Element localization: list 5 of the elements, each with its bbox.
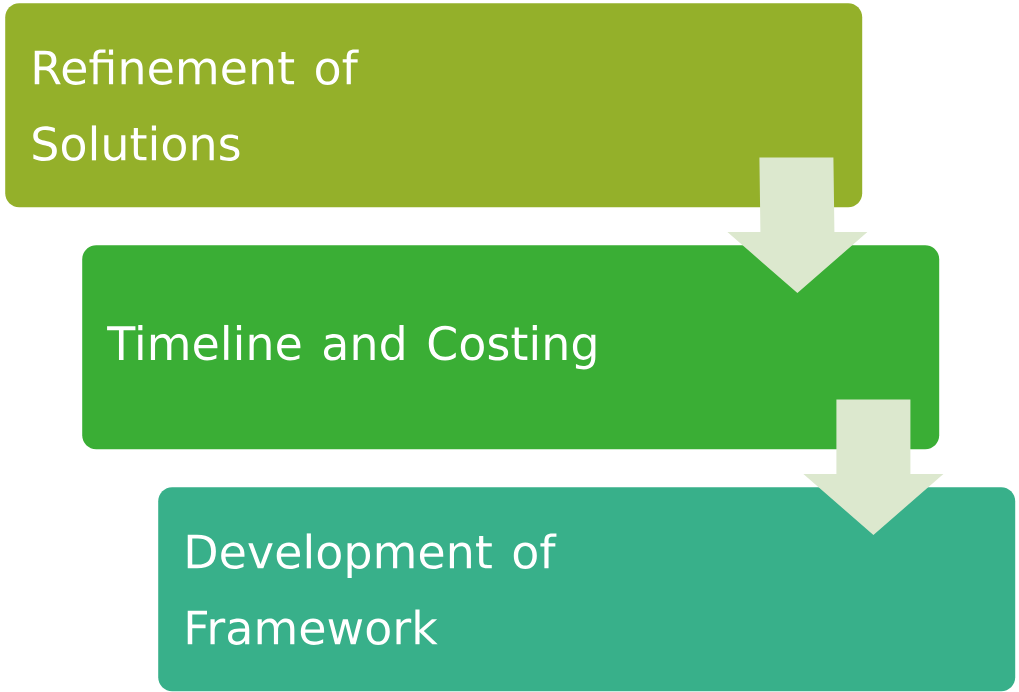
- block-arrow: [727, 157, 868, 293]
- process-box: Development of Framework: [158, 487, 1016, 692]
- process-box: Refinement of Solutions: [5, 3, 863, 208]
- process-box: Timeline and Costing: [82, 245, 940, 450]
- block-arrow: [803, 399, 944, 535]
